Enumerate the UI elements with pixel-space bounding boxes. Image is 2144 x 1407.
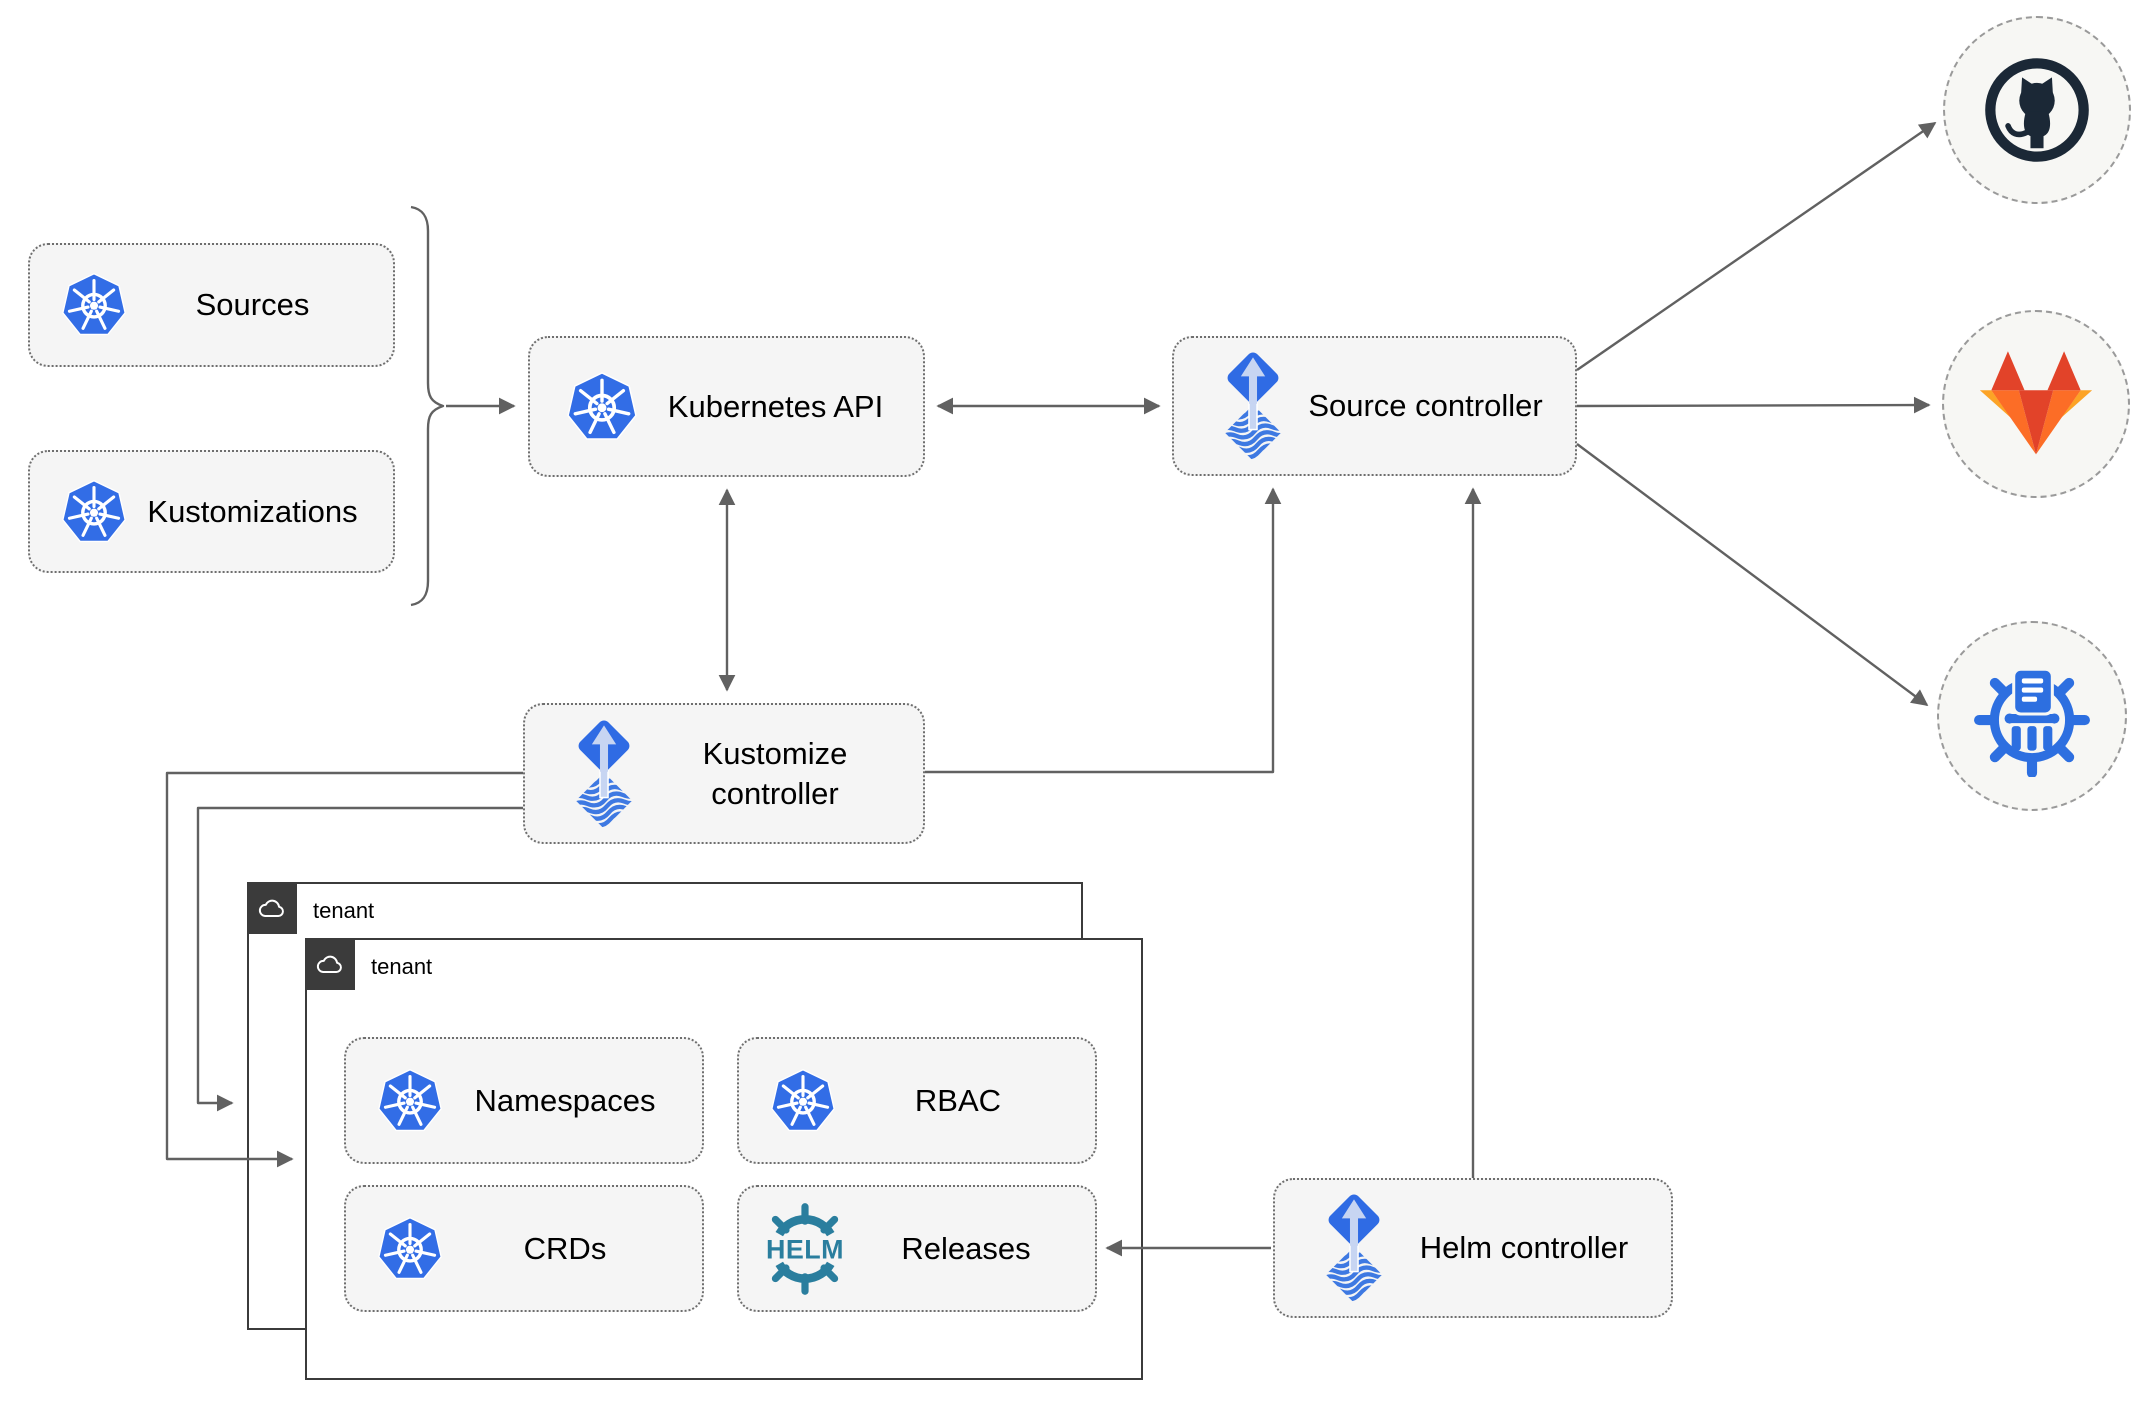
edge-source-github bbox=[1576, 122, 1937, 371]
edge-source-gitlab bbox=[1576, 396, 1931, 414]
tenant-label: tenant bbox=[313, 898, 375, 923]
bracket-group bbox=[410, 205, 445, 607]
external-gitlab bbox=[1942, 310, 2130, 498]
node-rbac: RBAC bbox=[737, 1037, 1097, 1164]
node-kubernetes-api: Kubernetes API bbox=[528, 336, 925, 477]
flux-icon bbox=[1315, 1191, 1393, 1305]
tenant-label: tenant bbox=[371, 954, 433, 979]
node-label: Namespaces bbox=[474, 1082, 656, 1118]
edge-kustomize-source bbox=[925, 487, 1282, 774]
kubernetes-icon bbox=[376, 1067, 444, 1135]
kubernetes-icon bbox=[376, 1215, 444, 1283]
cloud-icon bbox=[257, 898, 287, 919]
svg-text:HELM: HELM bbox=[766, 1234, 844, 1264]
node-kustomize-controller: Kustomize controller bbox=[523, 703, 925, 844]
node-label: Releases bbox=[901, 1230, 1031, 1266]
kubernetes-icon bbox=[60, 478, 128, 546]
node-namespaces: Namespaces bbox=[344, 1037, 704, 1164]
node-source-controller: Source controller bbox=[1172, 336, 1577, 476]
node-label: Sources bbox=[195, 287, 310, 322]
node-kustomizations: Kustomizations bbox=[28, 450, 395, 573]
node-label: Source controller bbox=[1308, 388, 1543, 423]
node-releases: HELM Releases bbox=[737, 1185, 1097, 1312]
node-label: Kustomize controller bbox=[702, 735, 848, 811]
external-github bbox=[1943, 16, 2131, 204]
cloud-icon bbox=[315, 954, 345, 975]
flux-icon bbox=[565, 717, 643, 831]
node-crds: CRDs bbox=[344, 1185, 704, 1312]
tenant-box-front: tenant Namespaces RBAC CRDs HELM Release… bbox=[305, 938, 1143, 1380]
chartmuseum-icon bbox=[1971, 655, 2093, 777]
kubernetes-icon bbox=[60, 271, 128, 339]
kubernetes-icon bbox=[560, 370, 644, 444]
edge-source-chartmuseum bbox=[1576, 443, 1929, 706]
tenant-tab bbox=[305, 938, 355, 990]
github-icon bbox=[1981, 54, 2093, 166]
node-label: Kustomizations bbox=[147, 493, 358, 529]
node-label: Helm controller bbox=[1419, 1230, 1629, 1265]
tenant-tab bbox=[247, 882, 297, 934]
node-label: CRDs bbox=[523, 1230, 607, 1266]
external-chartmuseum bbox=[1937, 621, 2127, 811]
node-sources: Sources bbox=[28, 243, 395, 367]
node-label: RBAC bbox=[914, 1082, 1002, 1118]
gitlab-icon bbox=[1973, 349, 2099, 459]
kubernetes-icon bbox=[769, 1067, 837, 1135]
helm-icon: HELM bbox=[757, 1201, 853, 1297]
node-helm-controller: Helm controller bbox=[1273, 1178, 1673, 1318]
flux-icon bbox=[1214, 349, 1292, 463]
node-label: Kubernetes API bbox=[667, 388, 884, 424]
